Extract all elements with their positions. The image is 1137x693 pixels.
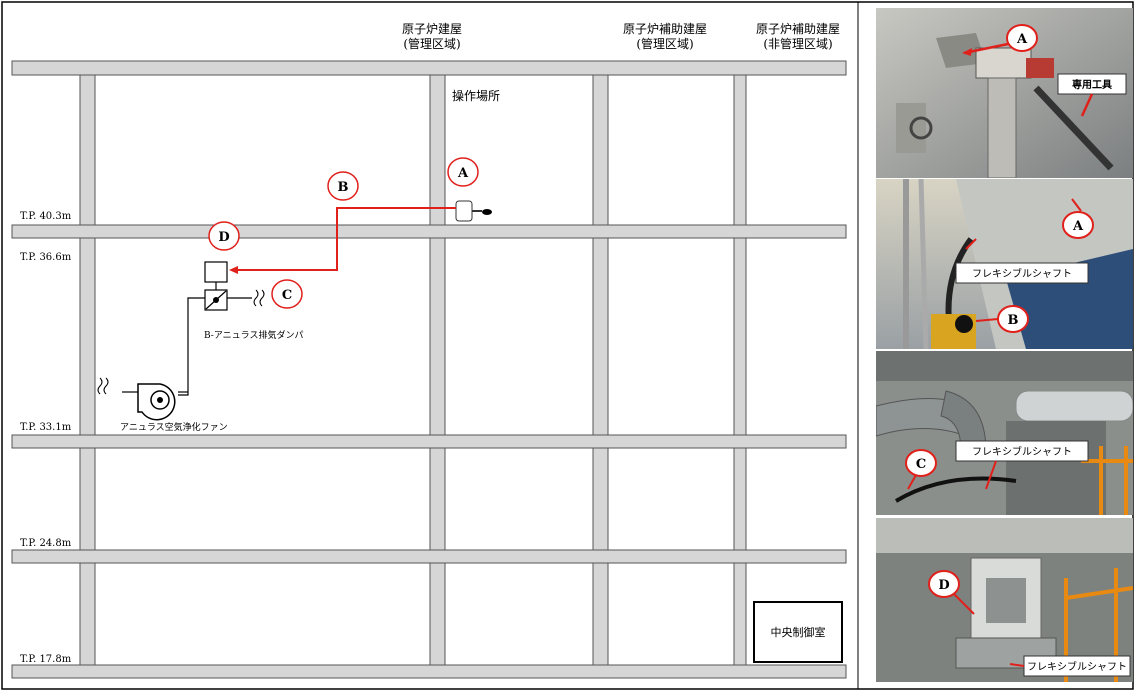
marker-d-label: D — [218, 230, 229, 245]
elevation-label: T.P. 24.8m — [20, 538, 72, 549]
photo-4: D フレキシブルシャフト — [876, 518, 1133, 682]
damper-icon — [204, 289, 228, 311]
header-aux-noncontrolled-zone: (非管理区域) — [763, 36, 832, 51]
elevation-label: T.P. 40.3m — [20, 211, 72, 222]
airflow-icon — [97, 377, 109, 395]
column-4 — [733, 74, 747, 666]
photo-3-marker-c: C — [916, 457, 926, 472]
marker-c-label: C — [282, 288, 292, 303]
arrow-head-icon — [229, 266, 238, 274]
slab-17 — [11, 664, 847, 679]
photo-4-flex-shaft-label: フレキシブルシャフト — [1027, 660, 1127, 673]
slab-24 — [11, 549, 847, 564]
marker-d-circle — [208, 221, 240, 251]
operation-device-icon — [455, 200, 492, 222]
photo-1-tool-label: 専用工具 — [1072, 78, 1112, 91]
photo-2-flex-shaft-label: フレキシブルシャフト — [972, 267, 1072, 280]
photo-1: A 専用工具 — [876, 8, 1133, 178]
central-control-room-label: 中央制御室 — [771, 625, 826, 639]
photo-2: A フレキシブルシャフト B — [876, 179, 1133, 349]
photo-1-marker-a: A — [1016, 32, 1028, 47]
column-1 — [79, 74, 96, 666]
elevation-label: T.P. 17.8m — [20, 654, 72, 665]
photo-2-marker-a: A — [1072, 219, 1084, 234]
header-aux-controlled: 原子炉補助建屋 — [623, 22, 707, 36]
photo-3: C フレキシブルシャフト — [876, 351, 1133, 515]
header-reactor-building: 原子炉建屋 — [402, 22, 462, 36]
column-3 — [592, 74, 609, 666]
slab-33 — [11, 434, 847, 449]
photo-2-marker-b: B — [1008, 313, 1019, 328]
header-reactor-building-zone: (管理区域) — [403, 36, 460, 51]
marker-b-circle — [327, 171, 359, 201]
central-control-room-box — [753, 601, 843, 663]
elevation-label: T.P. 36.6m — [20, 252, 72, 263]
marker-c-circle — [271, 279, 303, 309]
elevation-label: T.P. 33.1m — [20, 422, 72, 433]
slab-40 — [11, 224, 847, 239]
column-2 — [429, 74, 446, 666]
duct-line — [178, 297, 205, 396]
slab-roof — [11, 60, 847, 76]
airflow-icon — [253, 289, 265, 307]
header-aux-noncontrolled: 原子炉補助建屋 — [756, 22, 840, 36]
flexible-shaft-line — [232, 207, 456, 271]
photo-3-flex-shaft-label: フレキシブルシャフト — [972, 445, 1072, 458]
marker-a-circle — [447, 157, 479, 187]
damper-label: B-アニュラス排気ダンパ — [204, 329, 303, 341]
header-aux-controlled-zone: (管理区域) — [636, 36, 693, 51]
operation-place-label: 操作場所 — [452, 88, 500, 103]
photo-4-marker-d: D — [938, 578, 949, 593]
fan-icon — [122, 383, 188, 421]
damper-actuator — [204, 261, 228, 283]
marker-b-label: B — [338, 180, 349, 195]
marker-a-label: A — [457, 166, 469, 181]
fan-label: アニュラス空気浄化ファン — [120, 421, 228, 433]
